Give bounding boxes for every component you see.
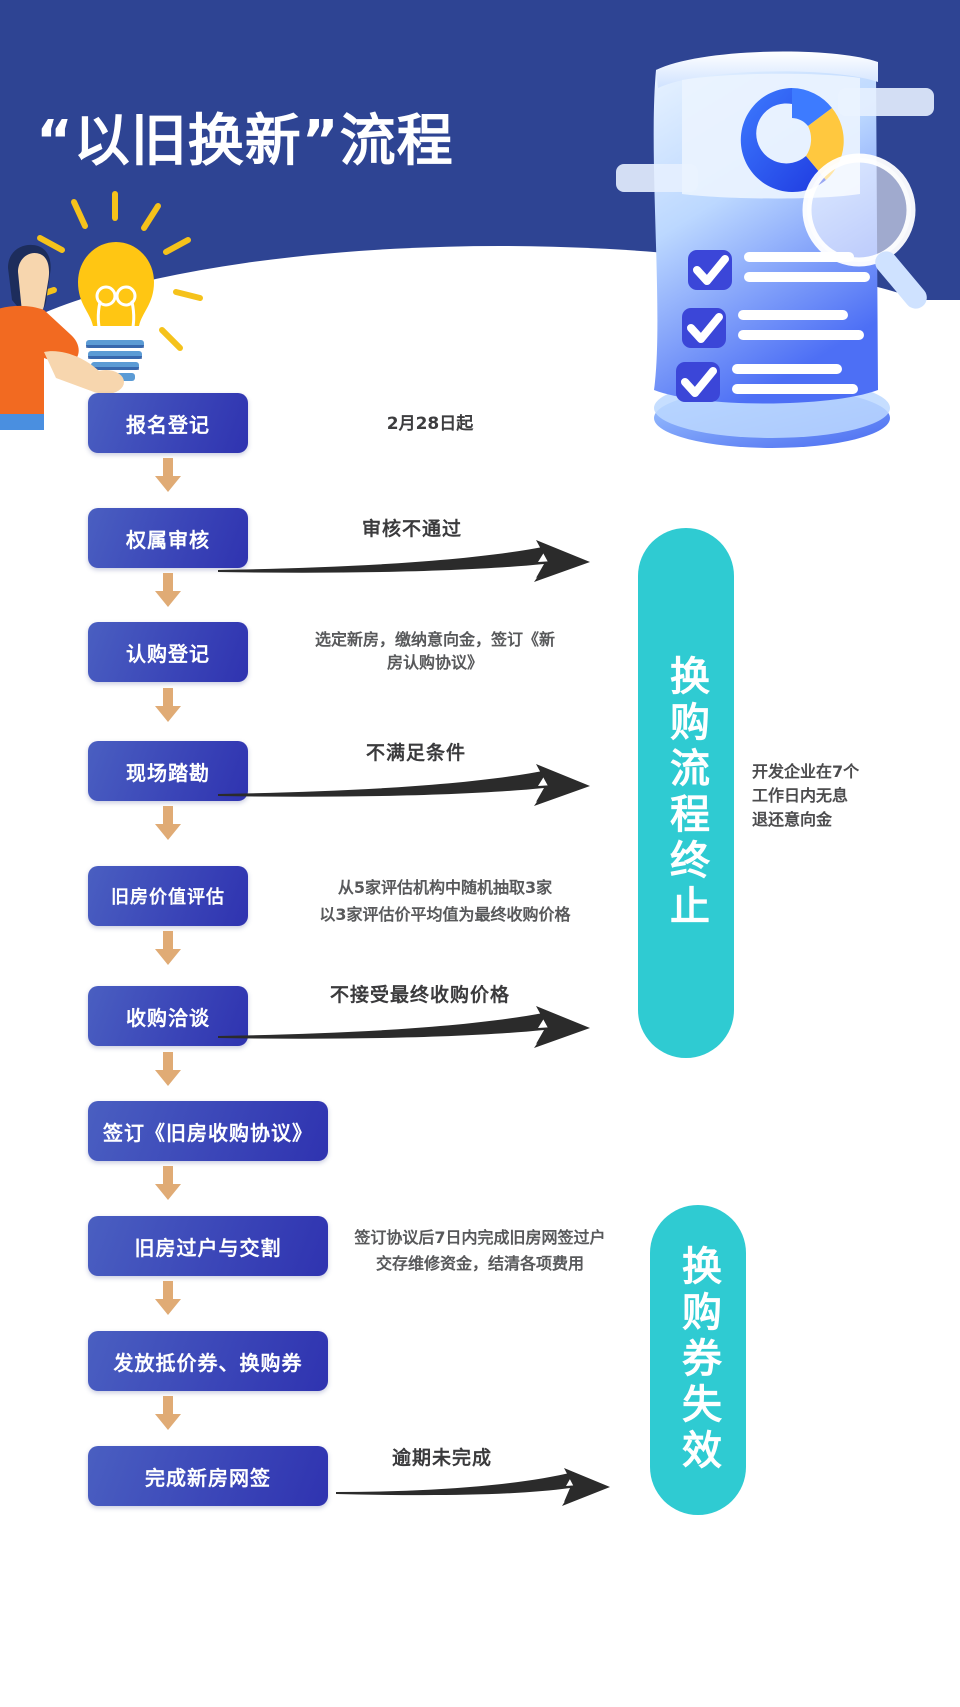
step-label: 现场踏勘: [126, 760, 210, 785]
flow-arrow-down-8: [155, 1281, 181, 1315]
note-transfer-line2: 交存维修资金，结清各项费用: [375, 1254, 584, 1273]
outcome-process-terminated: 换购流程终止: [638, 528, 734, 1058]
branch-arrow-price-rejected: [218, 1006, 608, 1055]
step-new-house-sign[interactable]: 完成新房网签: [88, 1446, 328, 1506]
branch-arrow-audit-fail: [218, 540, 608, 589]
branch-label-overdue-incomplete: 逾期未完成: [392, 1447, 493, 1469]
branch-arrow-overdue-incomplete: [336, 1466, 616, 1513]
note-subscription: 选定新房，缴纳意向金，签订《新 房认购协议》: [314, 630, 555, 673]
step-site-survey[interactable]: 现场踏勘: [88, 741, 248, 801]
person-holding-lightbulb-illustration: [0, 190, 230, 430]
document-checklist-magnifier-illustration: [560, 18, 960, 458]
flow-arrow-down-4: [155, 806, 181, 840]
flow-arrow-down-2: [155, 573, 181, 607]
step-label: 签订《旧房收购协议》: [103, 1120, 313, 1145]
flow-arrow-down-9: [155, 1396, 181, 1430]
flow-arrow-down-3: [155, 688, 181, 722]
step-label: 旧房过户与交割: [134, 1235, 282, 1260]
step-ownership-audit[interactable]: 权属审核: [88, 508, 248, 568]
flow-arrow-down-1: [155, 458, 181, 492]
branch-arrow-condition-unmet: [218, 764, 608, 813]
step-subscription[interactable]: 认购登记: [88, 622, 248, 682]
step-appraisal[interactable]: 旧房价值评估: [88, 866, 248, 926]
note-register-date: 2月28日起: [386, 414, 474, 434]
outcome-voucher-invalid: 换购券失效: [650, 1205, 746, 1515]
step-register[interactable]: 报名登记: [88, 393, 248, 453]
step-label: 认购登记: [126, 641, 210, 666]
flow-arrow-down-5: [155, 931, 181, 965]
note-transfer-line1: 签订协议后7日内完成旧房网签过户: [354, 1228, 606, 1247]
note-appraisal-line2: 以3家评估价平均值为最终收购价格: [319, 905, 571, 924]
branch-label-price-rejected: 不接受最终收购价格: [330, 984, 511, 1006]
step-label: 报名登记: [126, 412, 210, 437]
flow-arrow-down-7: [155, 1166, 181, 1200]
side-note-refund: 开发企业在7个 工作日内无息 退还意向金: [752, 762, 860, 829]
outcome-label: 换购券失效: [675, 1245, 721, 1475]
note-appraisal-line1: 从5家评估机构中随机抽取3家: [337, 878, 553, 897]
step-transfer[interactable]: 旧房过户与交割: [88, 1216, 328, 1276]
step-label: 权属审核: [126, 527, 210, 552]
step-issue-vouchers[interactable]: 发放抵价券、换购券: [88, 1331, 328, 1391]
branch-label-condition-unmet: 不满足条件: [366, 742, 467, 764]
outcome-label: 换购流程终止: [663, 655, 709, 931]
step-label: 旧房价值评估: [111, 887, 225, 908]
flow-arrow-down-6: [155, 1052, 181, 1086]
step-label: 完成新房网签: [145, 1465, 271, 1490]
step-sign-agreement[interactable]: 签订《旧房收购协议》: [88, 1101, 328, 1161]
branch-label-audit-fail: 审核不通过: [362, 518, 463, 540]
page-title: “以旧换新”流程: [36, 109, 454, 174]
step-label: 收购洽谈: [126, 1005, 210, 1030]
step-label: 发放抵价券、换购券: [113, 1350, 303, 1375]
